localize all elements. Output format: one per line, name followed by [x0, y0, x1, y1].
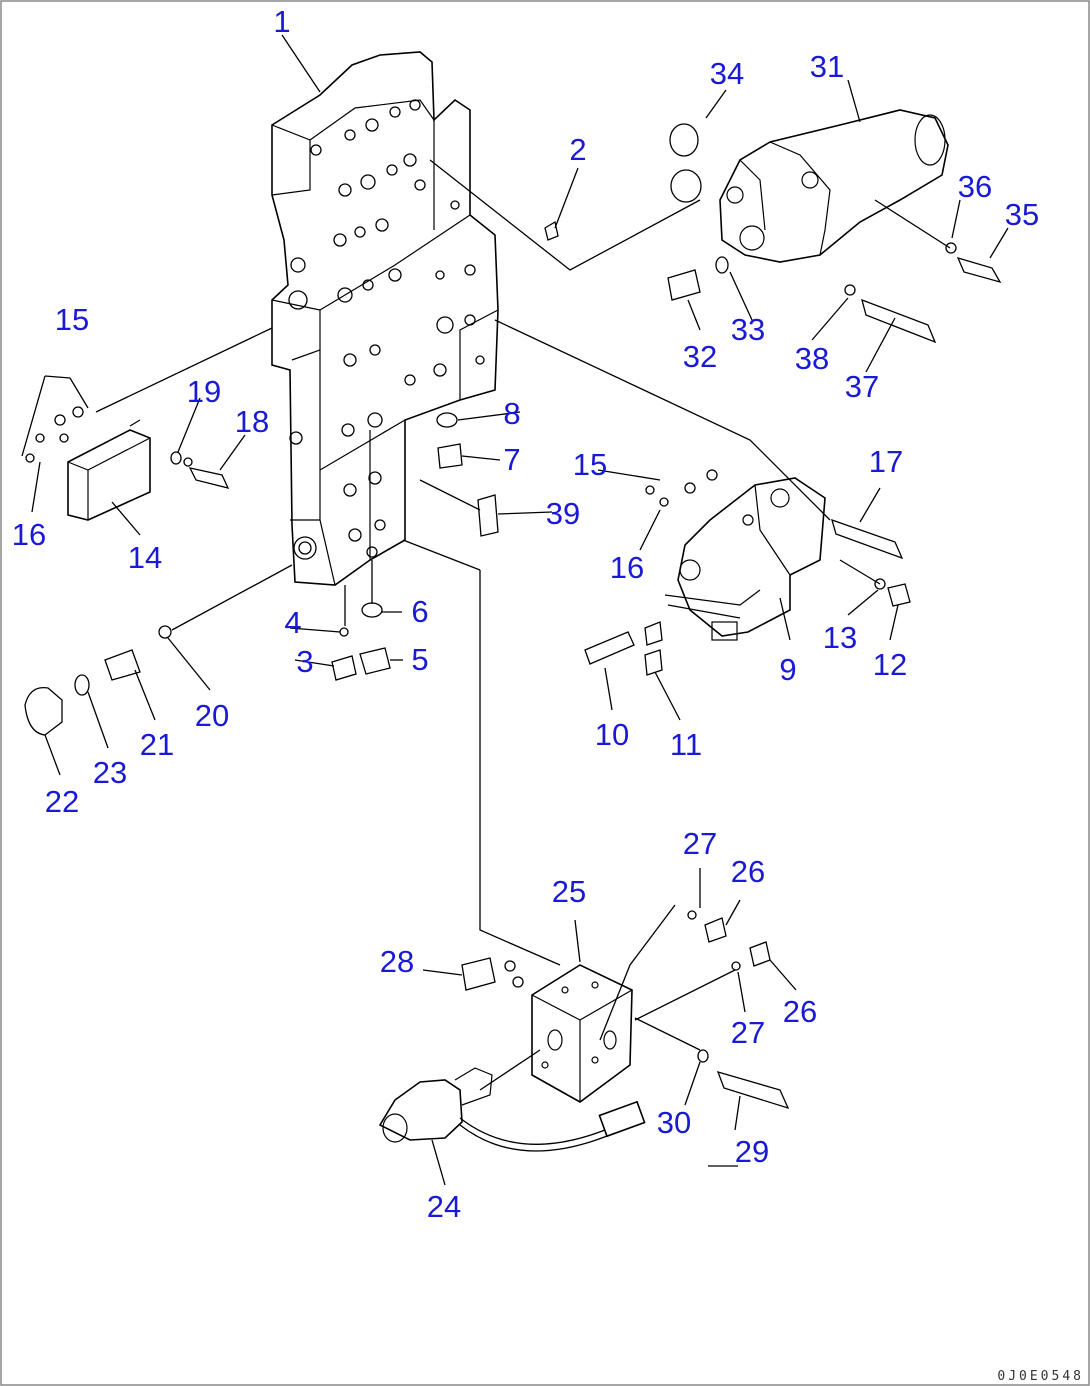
callout-26: 26: [731, 854, 765, 889]
callout-11: 11: [670, 727, 702, 762]
callout-27: 27: [731, 1015, 765, 1050]
callout-15: 15: [573, 447, 607, 482]
callout-27: 27: [683, 826, 717, 861]
callout-26: 26: [783, 994, 817, 1029]
callout-3: 3: [296, 644, 313, 679]
leader-lines: [21, 34, 1009, 1186]
solenoid-connector-part: [378, 1067, 646, 1152]
callout-23: 23: [93, 755, 127, 790]
callout-37: 37: [845, 369, 879, 404]
shift-valve-part: [664, 477, 826, 641]
callout-13: 13: [823, 620, 857, 655]
callout-2: 2: [569, 132, 586, 167]
valve-body-part: [271, 51, 499, 586]
callout-10: 10: [595, 717, 629, 752]
drawing-code: 0J0E0548: [997, 1369, 1084, 1384]
callout-7: 7: [503, 442, 520, 477]
callout-14: 14: [128, 540, 162, 575]
callout-32: 32: [683, 339, 717, 374]
callout-29: 29: [735, 1134, 769, 1169]
cover-plate-part: [67, 429, 151, 521]
callout-22: 22: [45, 784, 79, 819]
solenoid-assembly-part: [719, 109, 949, 263]
callout-20: 20: [195, 698, 229, 733]
callout-31: 31: [810, 49, 844, 84]
callout-21: 21: [140, 727, 174, 762]
callout-24: 24: [427, 1189, 461, 1224]
small-hardware: [24, 123, 1002, 1110]
callout-6: 6: [411, 594, 428, 629]
callout-33: 33: [731, 312, 765, 347]
callout-38: 38: [795, 341, 829, 376]
callout-9: 9: [779, 652, 796, 687]
callout-17: 17: [869, 444, 903, 479]
callout-36: 36: [958, 169, 992, 204]
callout-35: 35: [1005, 197, 1039, 232]
callout-18: 18: [235, 404, 269, 439]
callout-16: 16: [610, 550, 644, 585]
callout-39: 39: [546, 496, 580, 531]
callout-34: 34: [710, 56, 744, 91]
callout-16: 16: [12, 517, 46, 552]
callout-15: 15: [55, 302, 89, 337]
callout-19: 19: [187, 374, 221, 409]
callout-8: 8: [503, 396, 520, 431]
callout-25: 25: [552, 874, 586, 909]
callout-28: 28: [380, 944, 414, 979]
valve-block-part: [531, 964, 633, 1103]
callout-12: 12: [873, 647, 907, 682]
callout-4: 4: [284, 605, 301, 640]
callout-30: 30: [657, 1105, 691, 1140]
callout-1: 1: [273, 4, 290, 39]
callout-5: 5: [411, 642, 428, 677]
